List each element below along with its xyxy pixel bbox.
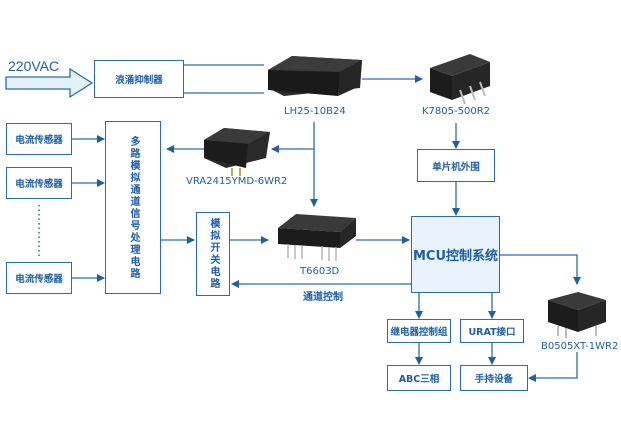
- channel-control-label: 通道控制: [303, 292, 343, 303]
- k7805-module-image: [430, 54, 490, 105]
- relay-control-group-block: 继电器控制组: [387, 319, 451, 343]
- current-sensor-n: 电流传感器: [6, 262, 72, 294]
- lh25-module-image: [268, 56, 362, 96]
- t6603d-module-image: [278, 214, 356, 261]
- current-sensor-2: 电流传感器: [6, 167, 72, 199]
- input-arrow-icon: [5, 67, 94, 99]
- uart-interface-block: URAT接口: [460, 319, 524, 343]
- mcu-peripheral-block: 单片机外围: [417, 149, 495, 182]
- abc-three-phase-block: ABC三相: [387, 365, 451, 391]
- k7805-label: K7805-500R2: [422, 106, 491, 117]
- t6603d-label: T6603D: [300, 266, 340, 277]
- input-voltage-label: 220VAC: [8, 58, 60, 74]
- vra2415-label: VRA2415YMD-6WR2: [186, 176, 288, 187]
- lh25-label: LH25-10B24: [284, 106, 346, 117]
- surge-suppressor-block: 浪涌抑制器: [94, 60, 184, 98]
- analog-switch-block: 模拟开关电路: [196, 212, 230, 296]
- b0505-label: B0505XT-1WR2: [541, 341, 619, 352]
- handheld-device-block: 手持设备: [460, 365, 528, 391]
- b0505-module-image: [548, 292, 606, 338]
- multi-channel-processing-block: 多路模拟通道信号处理电路: [105, 121, 161, 294]
- vra2415-module-image: [204, 128, 270, 176]
- mcu-control-block: MCU控制系统: [411, 216, 500, 293]
- current-sensor-1: 电流传感器: [6, 123, 72, 155]
